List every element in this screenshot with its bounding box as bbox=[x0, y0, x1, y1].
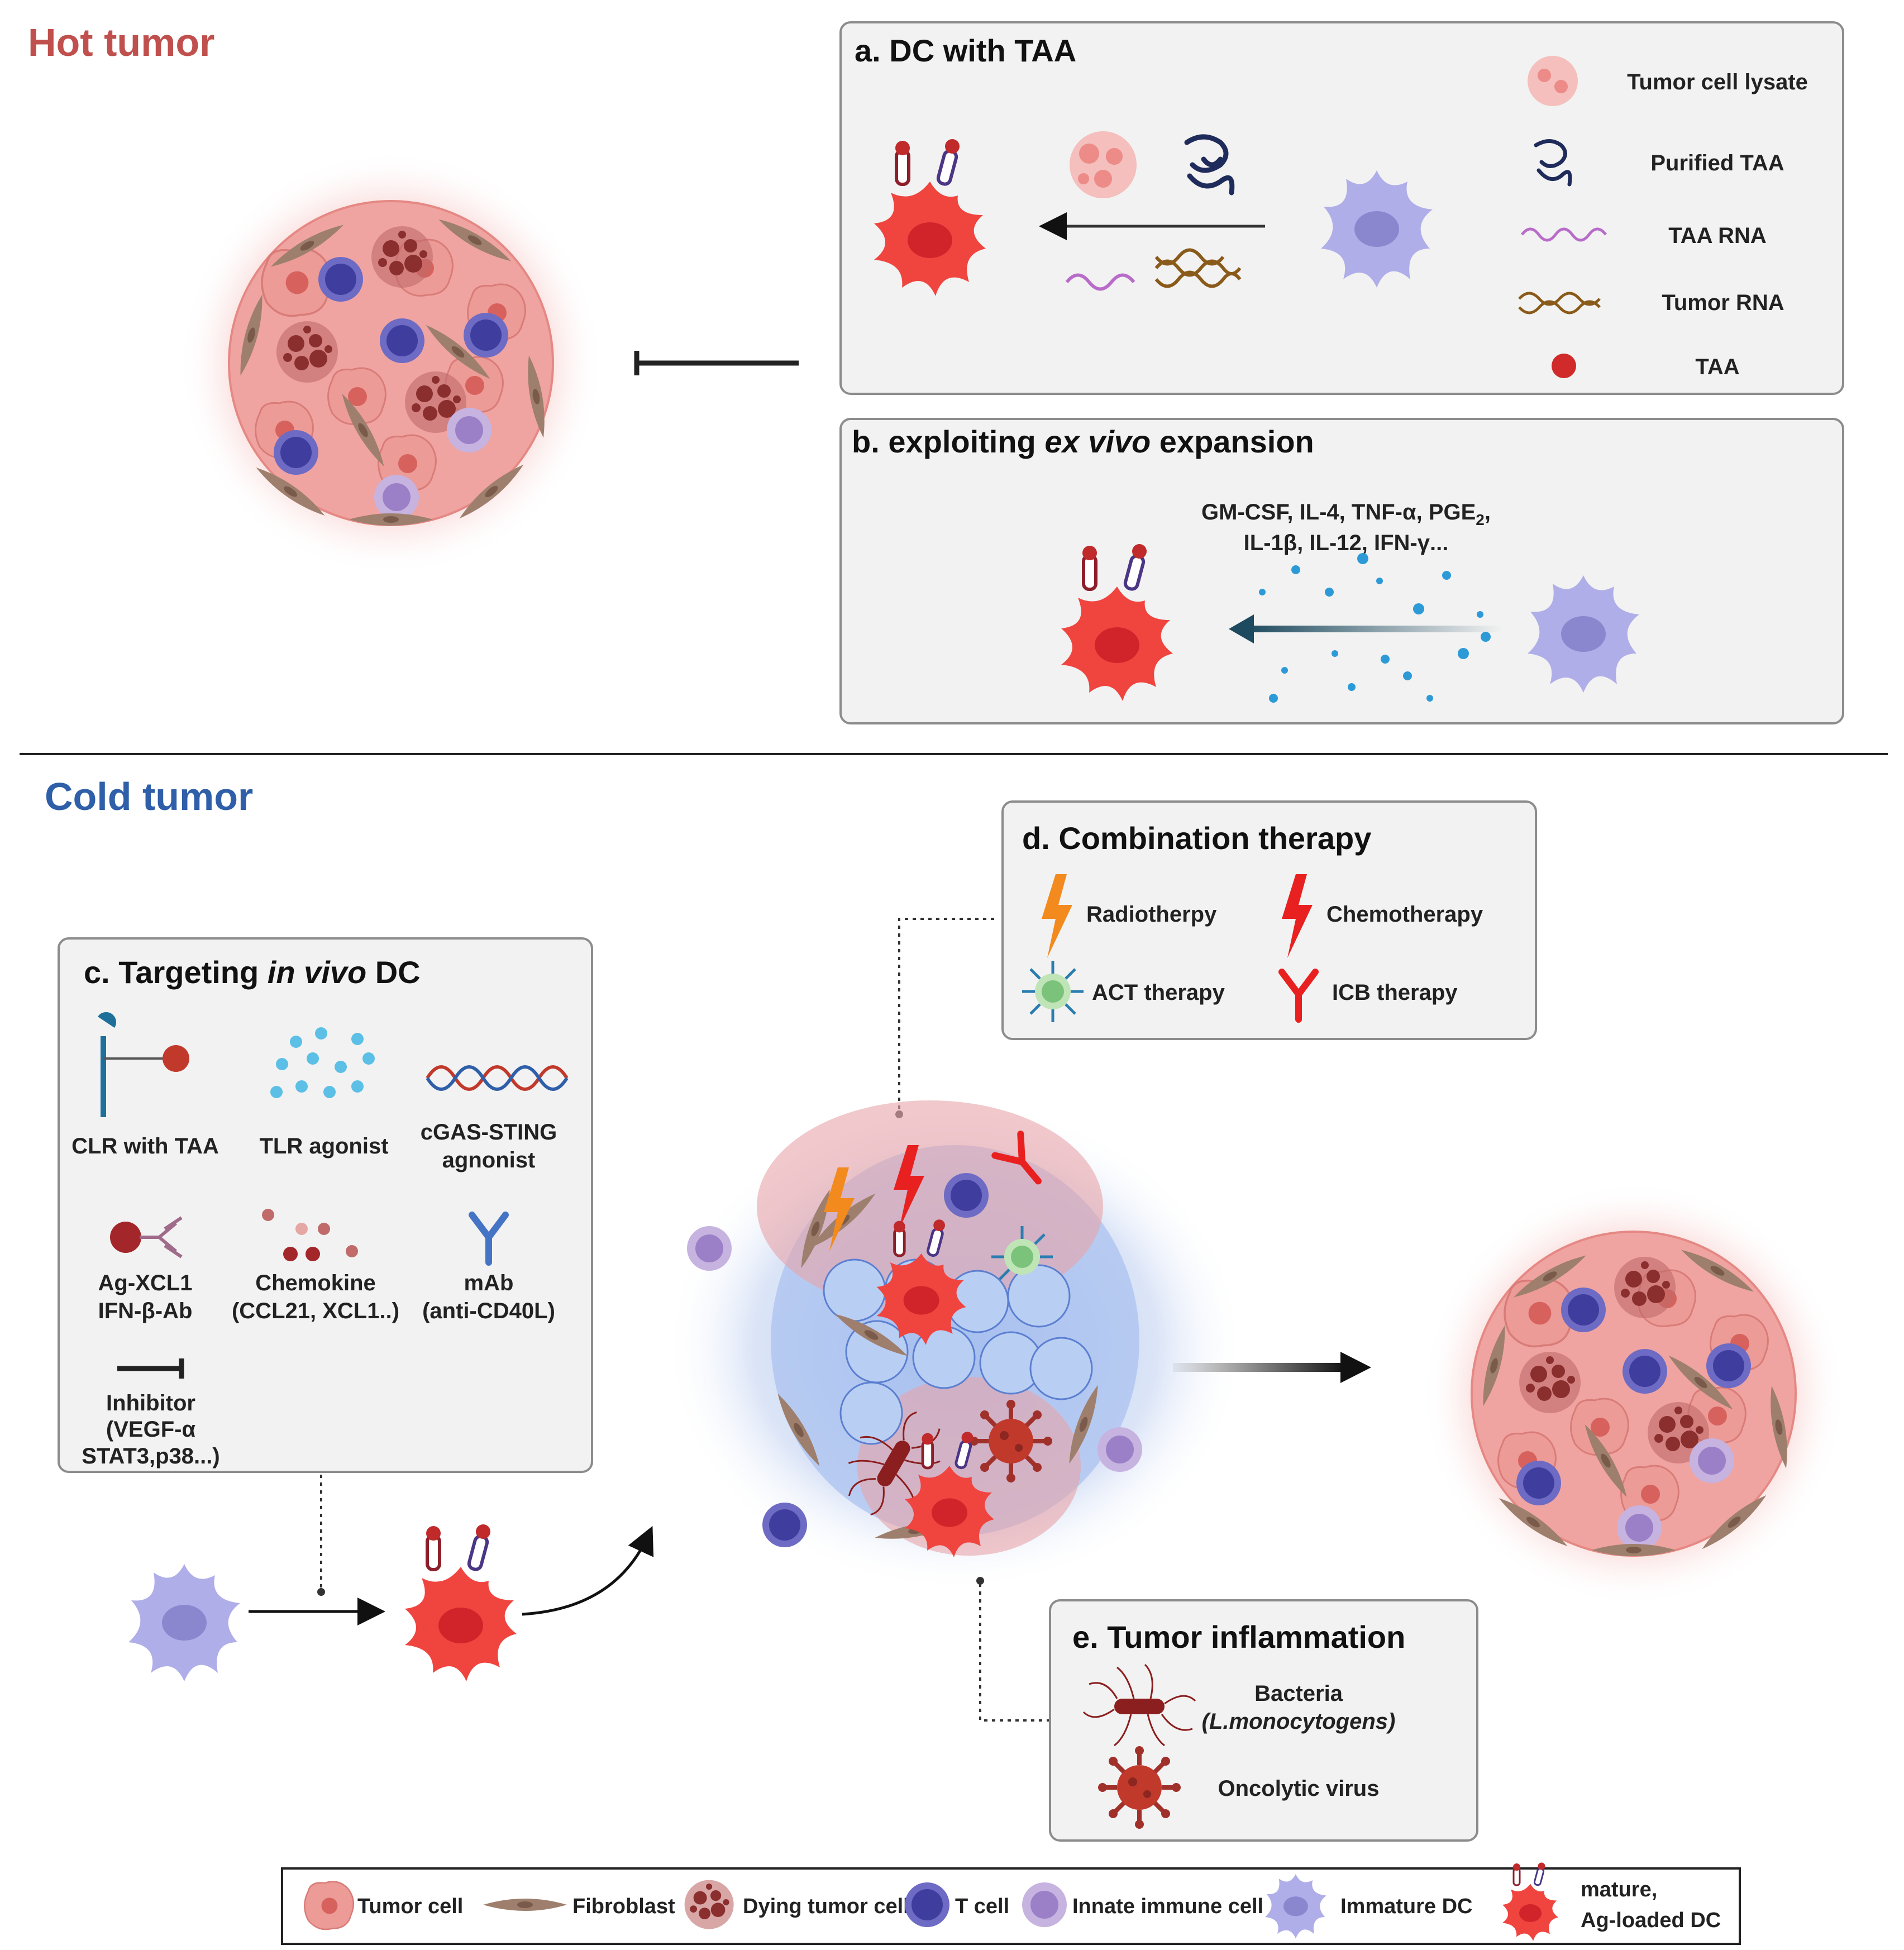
bacteria-label-1: Bacteria bbox=[1254, 1681, 1343, 1706]
box-c-title: c. Targeting in vivo DC bbox=[84, 955, 421, 990]
chemokine-icon bbox=[262, 1209, 358, 1261]
legend-immature: Immature DC bbox=[1340, 1895, 1473, 1918]
transform-arrow-shaft bbox=[1173, 1363, 1346, 1372]
act-label: ACT therapy bbox=[1092, 980, 1225, 1005]
box-b-ex-vivo: b. exploiting ex vivo expansion GM-CSF, … bbox=[839, 418, 1844, 724]
purified-taa-icon bbox=[1184, 134, 1235, 196]
box-e-inflammation: e. Tumor inflammation Bacteria (L.monocy… bbox=[1049, 1599, 1478, 1842]
legend-innate: Innate immune cell bbox=[1072, 1895, 1263, 1918]
cell-legend: Tumor cell Fibroblast Dying tumor cell T… bbox=[281, 1862, 1741, 1945]
virus-label: Oncolytic virus bbox=[1218, 1776, 1380, 1801]
agxcl-label-1: Ag-XCL1 bbox=[98, 1271, 193, 1295]
clr-icon bbox=[101, 1036, 168, 1117]
cold-tumor-heading: Cold tumor bbox=[45, 775, 253, 818]
inh-label-3: STAT3,p38...) bbox=[82, 1444, 219, 1469]
tumor-lysate-icon bbox=[1070, 131, 1137, 198]
curve-arrow bbox=[522, 1525, 654, 1616]
ag-xcl1-icon bbox=[140, 1216, 183, 1258]
legend-tcell: T cell bbox=[955, 1895, 1009, 1918]
chemo-label-1: Chemokine bbox=[255, 1271, 376, 1295]
inhibition-arrow bbox=[634, 351, 799, 375]
connector-e bbox=[979, 1584, 1050, 1722]
tumor-rna-icon bbox=[1154, 248, 1242, 288]
hot-tumor-result-illustration bbox=[1421, 1181, 1846, 1606]
inhibitor-icon bbox=[117, 1358, 184, 1379]
legend-tumor-cell: Tumor cell bbox=[357, 1895, 463, 1918]
box-d-title: d. Combination therapy bbox=[1022, 821, 1371, 856]
oncolytic-virus-icon bbox=[1098, 1746, 1181, 1829]
clr-label: CLR with TAA bbox=[71, 1134, 219, 1158]
legend-taa: TAA bbox=[1695, 355, 1739, 379]
box-b-arrowhead bbox=[1229, 614, 1254, 643]
cgas-label-1: cGAS-STING bbox=[421, 1120, 557, 1145]
inh-label-1: Inhibitor bbox=[106, 1391, 195, 1415]
legend-mature-1: mature, bbox=[1581, 1878, 1657, 1901]
box-b-title: b. exploiting ex vivo expansion bbox=[852, 424, 1314, 459]
legend-taa-rna: TAA RNA bbox=[1668, 223, 1767, 248]
dna-icon bbox=[426, 1065, 569, 1091]
legend-purified: Purified TAA bbox=[1650, 151, 1784, 175]
chemo-label-2: (CCL21, XCL1..) bbox=[232, 1299, 399, 1323]
immature-dc-icon bbox=[128, 1564, 240, 1681]
tlr-agonist-icon bbox=[270, 1027, 375, 1098]
box-a-legend: Tumor cell lysate Purified TAA TAA RNA T… bbox=[1518, 56, 1808, 379]
inh-label-2: (VEGF-α bbox=[106, 1417, 196, 1442]
bacteria-label-2: (L.monocytogens) bbox=[1202, 1709, 1396, 1734]
legend-lysate: Tumor cell lysate bbox=[1627, 70, 1808, 94]
box-e-title: e. Tumor inflammation bbox=[1072, 1619, 1405, 1655]
hot-tumor-illustration bbox=[179, 151, 603, 575]
legend-tumor-rna: Tumor RNA bbox=[1662, 290, 1784, 315]
agxcl-label-2: IFN-β-Ab bbox=[98, 1299, 193, 1323]
cgas-label-2: agnonist bbox=[442, 1148, 536, 1172]
mab-label-2: (anti-CD40L) bbox=[422, 1299, 555, 1323]
cold-tumor-illustration bbox=[665, 1100, 1246, 1592]
chemo-label: Chemotherapy bbox=[1326, 902, 1483, 927]
radio-label: Radiotherpy bbox=[1086, 902, 1217, 927]
cytokines-line-2: IL-1β, IL-12, IFN-γ... bbox=[1244, 531, 1449, 555]
mature-dc-icon bbox=[405, 1524, 517, 1681]
act-therapy-icon bbox=[1022, 961, 1084, 1022]
box-c-in-vivo: c. Targeting in vivo DC CLR with TAA TLR… bbox=[58, 937, 593, 1473]
icb-label: ICB therapy bbox=[1332, 980, 1458, 1005]
legend-dying: Dying tumor cell bbox=[743, 1895, 909, 1918]
box-a-title: a. DC with TAA bbox=[855, 33, 1076, 68]
taa-rna-icon bbox=[1065, 273, 1135, 291]
hot-tumor-heading: Hot tumor bbox=[28, 21, 214, 64]
mab-label-1: mAb bbox=[464, 1271, 514, 1295]
connector-d bbox=[898, 918, 994, 1112]
box-a-dc-with-taa: a. DC with TAA Tumor cell lysate bbox=[839, 21, 1844, 395]
legend-fibroblast: Fibroblast bbox=[572, 1895, 675, 1918]
cytokine-dots bbox=[1259, 553, 1491, 703]
box-d-combination: d. Combination therapy Radiotherpy Chemo… bbox=[1001, 800, 1537, 1040]
legend-mature-2: Ag-loaded DC bbox=[1581, 1909, 1721, 1932]
box-b-arrow-shaft bbox=[1246, 626, 1502, 632]
cytokines-line-1: GM-CSF, IL-4, TNF-α, PGE2, bbox=[1201, 500, 1491, 528]
tlr-label: TLR agonist bbox=[259, 1134, 388, 1158]
transform-arrowhead bbox=[1340, 1352, 1371, 1383]
